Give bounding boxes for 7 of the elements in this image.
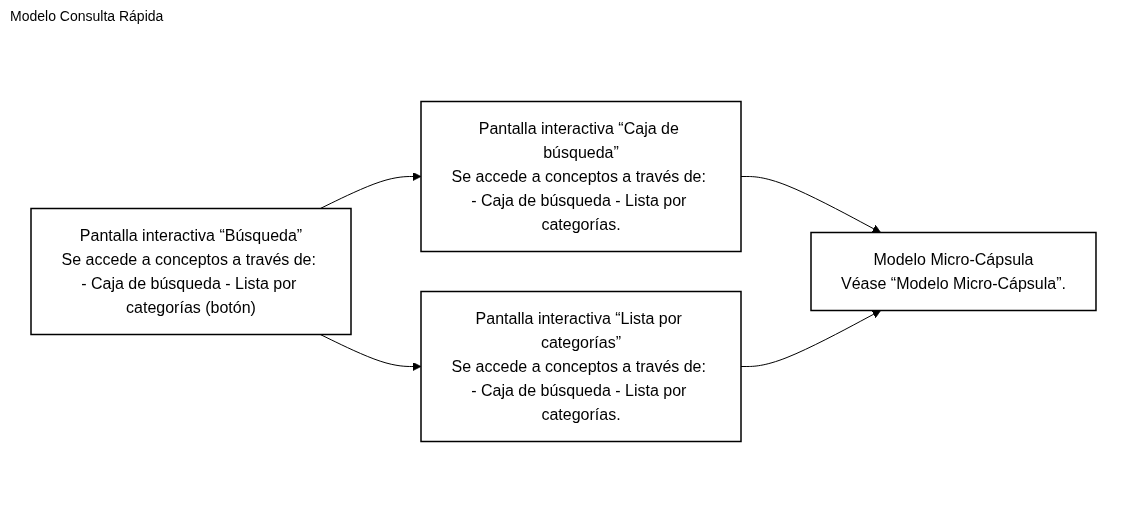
node-box: Pantalla interactiva “Lista por categorías” Se accede a conceptos a través de: - Caja de búsqueda - Lista por categorías. [420, 290, 742, 443]
arrow [319, 172, 422, 209]
node-box: Pantalla interactiva “Búsqueda” Se accede a conceptos a través de: - Caja de búsqueda - Lista por categorías (botón) [30, 207, 352, 336]
node-box: Modelo Micro-Cápsula Véase “Modelo Micro-Cápsula”. [810, 231, 1097, 312]
diagram-title: Modelo Consulta Rápida [10, 8, 164, 24]
node-box: Pantalla interactiva “Caja de búsqueda” Se accede a conceptos a través de: - Caja de búsqueda - Lista por categorías. [420, 100, 742, 253]
arrow [319, 334, 422, 371]
